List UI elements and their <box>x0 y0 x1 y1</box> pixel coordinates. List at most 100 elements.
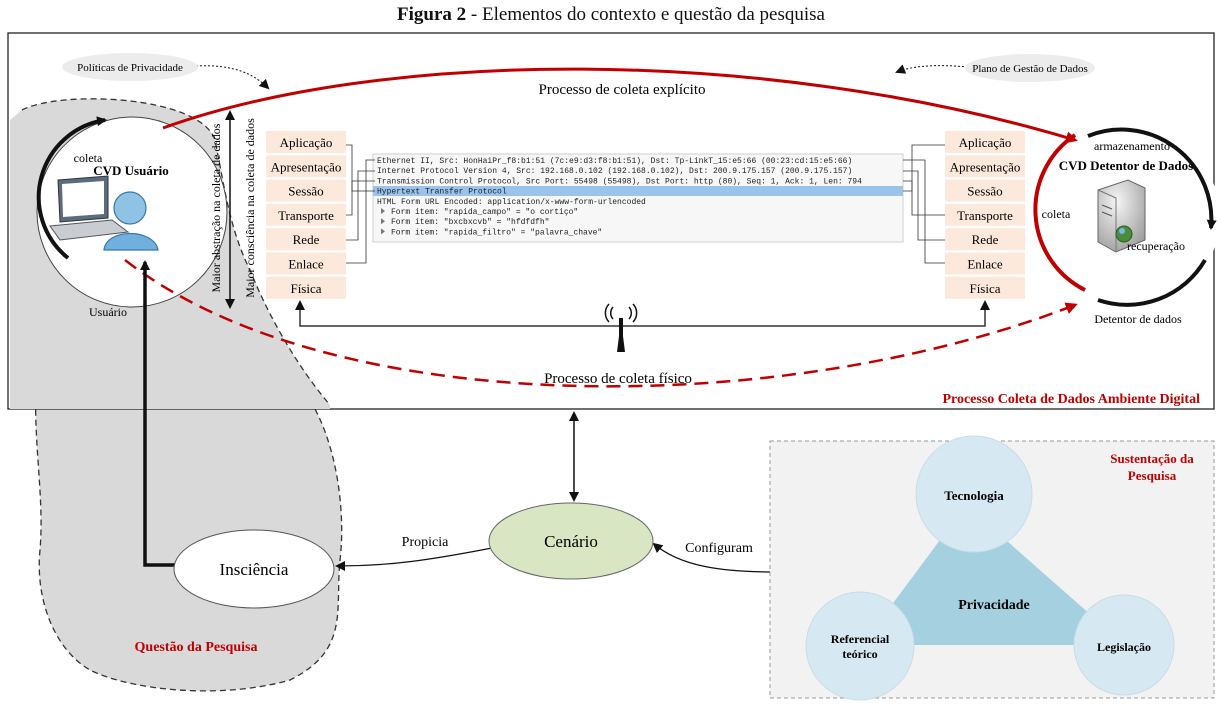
tecnologia-label: Tecnologia <box>944 488 1004 503</box>
support-title-line1: Sustentação da <box>1110 451 1194 466</box>
osi-layer-label-left: Sessão <box>288 184 323 199</box>
insciencia-label: Insciência <box>220 560 289 579</box>
physical-process-label: Processo de coleta físico <box>544 371 692 387</box>
osi-stack-left: AplicaçãoApresentaçãoSessãoTransporteRed… <box>266 131 346 299</box>
referencial-label-1: Referencial <box>831 632 890 646</box>
propicia-arrow <box>335 547 493 571</box>
figure-caption: - Elementos do contexto e questão da pes… <box>466 4 825 25</box>
layer-connectors <box>346 144 945 264</box>
data-plan-pointer <box>895 64 969 74</box>
insciencia-user-arrow <box>140 260 176 567</box>
holder-title: CVD Detentor de Dados <box>1059 158 1193 173</box>
packet-line: Form item: "rapida_filtro" = "palavra_ch… <box>391 228 602 237</box>
privacy-policy-pointer <box>195 65 270 90</box>
user-label: Usuário <box>89 305 127 319</box>
osi-layer-box-left <box>266 203 346 226</box>
osi-layer-label-right: Sessão <box>967 184 1002 199</box>
osi-layer-label-left: Transporte <box>278 208 334 223</box>
osi-layer-label-right: Rede <box>972 232 999 247</box>
packet-lines: Ethernet II, Src: HonHaiPr_f8:b1:51 (7c:… <box>377 157 862 237</box>
explicit-process-label: Processo de coleta explícito <box>538 82 705 98</box>
explicit-collection-arrow <box>162 67 1078 144</box>
physical-link-line <box>295 300 990 327</box>
osi-layer-label-right: Física <box>969 281 1000 296</box>
panel-caption: Processo Coleta de Dados Ambiente Digita… <box>942 392 1200 407</box>
referencial-circle <box>805 591 915 701</box>
configuram-label: Configuram <box>685 541 753 556</box>
expand-triangle-icon <box>381 218 385 225</box>
osi-layer-box-left <box>266 179 346 202</box>
packet-line: Form item: "bxcbxcvb" = "hfdfdfh" <box>391 218 549 227</box>
osi-layer-box-right <box>945 228 1025 251</box>
data-plan-label: Plano de Gestão de Dados <box>972 63 1087 75</box>
antenna-icon <box>604 303 638 352</box>
holder-label: Detentor de dados <box>1094 312 1182 326</box>
physical-collection-dashed-arrow <box>124 259 1078 388</box>
osi-layer-box-left <box>266 228 346 251</box>
packet-line: Hypertext Transfer Protocol <box>377 188 507 197</box>
osi-layer-label-right: Enlace <box>967 257 1003 272</box>
osi-layer-label-left: Enlace <box>288 257 324 272</box>
osi-layer-box-right <box>945 131 1025 153</box>
packet-line: Ethernet II, Src: HonHaiPr_f8:b1:51 (7c:… <box>377 157 852 166</box>
packet-line: HTML Form URL Encoded: application/x-www… <box>377 198 646 207</box>
privacy-triangle <box>862 505 1125 645</box>
expand-triangle-icon <box>381 228 385 235</box>
osi-layer-box-left <box>266 131 346 153</box>
holder-storage-arc <box>1087 127 1217 230</box>
osi-layer-box-left <box>266 155 346 178</box>
osi-layer-box-right <box>945 179 1025 202</box>
cenario-ellipse <box>488 502 654 580</box>
legislacao-label: Legislação <box>1097 640 1151 654</box>
configuram-arrow <box>652 542 777 573</box>
server-icon <box>1097 179 1146 253</box>
osi-stack-right: AplicaçãoApresentaçãoSessãoTransporteRed… <box>945 131 1025 299</box>
osi-layer-box-left <box>266 276 346 299</box>
expand-triangle-icon <box>381 208 385 214</box>
cenario-label: Cenário <box>544 532 598 551</box>
laptop-icon <box>49 175 130 241</box>
osi-layer-box-left <box>266 252 346 275</box>
holder-collect-arc <box>1033 133 1086 292</box>
osi-layer-box-right <box>945 252 1025 275</box>
packet-line: Internet Protocol Version 4, Src: 192.16… <box>377 167 852 176</box>
figure-title: Figura 2 - Elementos do contexto e quest… <box>0 4 1222 26</box>
osi-layer-label-right: Transporte <box>957 208 1013 223</box>
data-plan-ellipse <box>965 54 1095 82</box>
user-collect-arc <box>36 116 107 260</box>
osi-layer-label-right: Apresentação <box>950 159 1021 174</box>
person-icon <box>103 191 159 251</box>
insciencia-ellipse <box>173 529 335 609</box>
privacy-policy-label: Políticas de Privacidade <box>77 62 183 74</box>
user-title: CVD Usuário <box>93 163 168 178</box>
osi-layer-box-right <box>945 155 1025 178</box>
privacy-policy-ellipse <box>62 53 198 81</box>
holder-collect-label: coleta <box>1042 207 1071 221</box>
holder-storage-label: armazenamento <box>1094 139 1170 153</box>
tecnologia-circle <box>915 435 1033 553</box>
osi-layer-label-left: Apresentação <box>271 159 342 174</box>
support-title-line2: Pesquisa <box>1128 468 1177 483</box>
holder-recovery-arc <box>1097 258 1207 307</box>
osi-layer-label-left: Rede <box>293 232 320 247</box>
holder-recovery-label: recuperação <box>1127 239 1185 253</box>
propicia-label: Propicia <box>402 535 449 550</box>
awareness-axis-label: Maior consciência na coleta de dados <box>243 118 257 298</box>
osi-layer-label-left: Física <box>290 281 321 296</box>
legislacao-circle <box>1073 594 1175 696</box>
abstraction-axis-label: Maior abstração na coleta de dados <box>209 123 223 292</box>
privacidade-label: Privacidade <box>958 598 1030 613</box>
figure-number: Figura 2 <box>397 4 467 25</box>
referencial-label-2: teórico <box>842 647 877 661</box>
packet-highlight <box>373 186 903 196</box>
packet-capture-panel <box>372 153 904 243</box>
osi-layer-box-right <box>945 276 1025 299</box>
packet-line: Transmission Control Protocol, Src Port:… <box>377 177 862 186</box>
osi-layer-label-right: Aplicação <box>959 135 1012 150</box>
user-collect-label: coleta <box>74 151 103 165</box>
packet-line: Form item: "rapida_campo" = "o cortiço" <box>391 208 578 217</box>
question-label: Questão da Pesquisa <box>135 640 258 655</box>
osi-layer-box-right <box>945 203 1025 226</box>
osi-layer-label-left: Aplicação <box>280 135 333 150</box>
